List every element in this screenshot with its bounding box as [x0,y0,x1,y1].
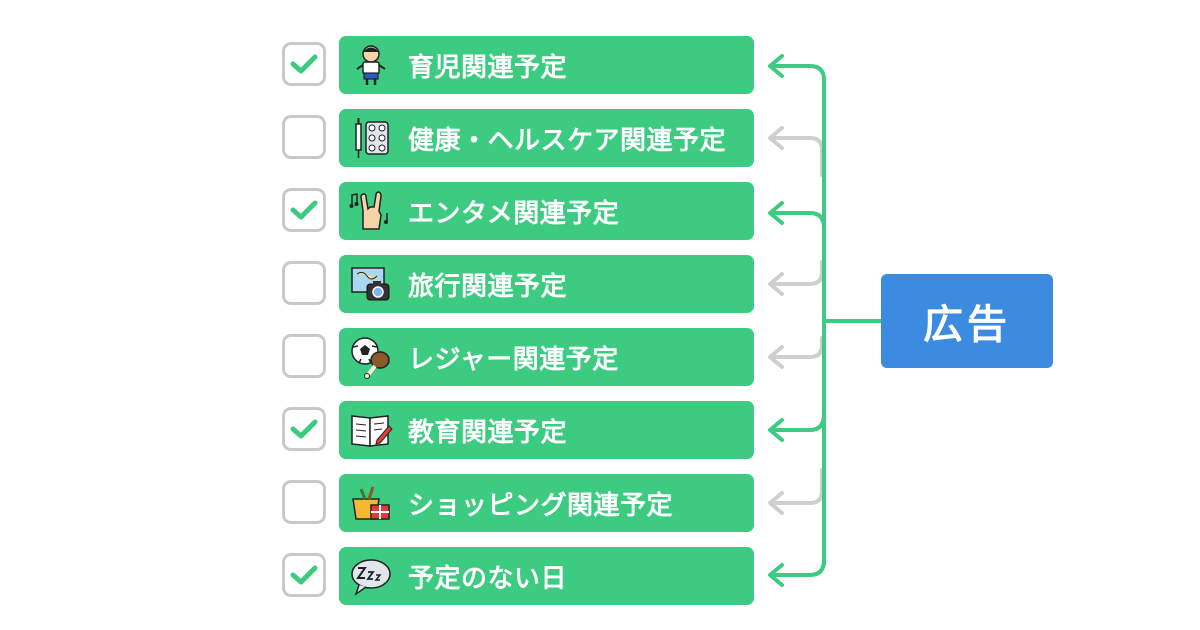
sleep-bubble-icon [348,553,394,599]
category-label: 健康・ヘルスケア関連予定 [408,125,727,156]
category-pill[interactable]: 旅行関連予定 [339,255,754,313]
checkmark-icon [290,200,318,220]
checkmark-icon [290,565,318,585]
arrowhead-row-4 [768,272,784,296]
category-row-education: 教育関連予定 [282,401,754,459]
arrow-row-7 [770,468,824,505]
category-label: 育児関連予定 [408,52,568,83]
shopping-basket-icon [348,480,394,526]
arrow-row-8 [770,558,826,577]
arrow-row-6 [770,412,826,432]
category-row-shopping: ショッピング関連予定 [282,474,754,532]
category-label: 教育関連予定 [408,417,568,448]
checkbox-health[interactable] [282,115,326,159]
arrow-row-1 [770,64,826,82]
category-pill[interactable]: 予定のない日 [339,547,754,605]
active-arrows [768,54,883,587]
category-pill[interactable]: 教育関連予定 [339,401,754,459]
category-label: エンタメ関連予定 [408,198,620,229]
checkbox-shopping[interactable] [282,480,326,524]
arrowhead-row-3 [768,201,784,225]
arrowhead-row-6 [768,418,784,442]
category-row-entertainment: エンタメ関連予定 [282,182,754,240]
category-row-childcare: 育児関連予定 [282,36,754,94]
arrow-row-4 [770,260,824,286]
ad-box-label: 広告 [923,302,1011,348]
category-pill[interactable]: エンタメ関連予定 [339,182,754,240]
syringe-pills-icon [348,115,394,161]
category-label: 予定のない日 [408,563,568,594]
arrow-row-3 [770,211,826,230]
checkbox-travel[interactable] [282,261,326,305]
checkbox-leisure[interactable] [282,334,326,378]
soccer-ball-meat-icon [348,334,394,380]
inactive-arrows [768,126,824,515]
arrowhead-row-2 [768,126,784,150]
category-row-no-plans: 予定のない日 [282,547,754,605]
category-pill[interactable]: 健康・ヘルスケア関連予定 [339,109,754,167]
child-icon [348,42,394,88]
arrowhead-row-8 [768,563,784,587]
checkbox-entertainment[interactable] [282,188,326,232]
arrowhead-row-7 [768,491,784,515]
category-pill[interactable]: レジャー関連予定 [339,328,754,386]
checkmark-icon [290,54,318,74]
arrowhead-row-5 [768,345,784,369]
category-pill[interactable]: ショッピング関連予定 [339,474,754,532]
checkbox-childcare[interactable] [282,42,326,86]
category-row-leisure: レジャー関連予定 [282,328,754,386]
book-pencil-icon [348,407,394,453]
checkbox-education[interactable] [282,407,326,451]
category-label: レジャー関連予定 [408,344,619,375]
ad-box: 広告 [881,274,1053,368]
category-row-health: 健康・ヘルスケア関連予定 [282,109,754,167]
category-pill[interactable]: 育児関連予定 [339,36,754,94]
rock-hand-music-icon [348,188,394,234]
category-row-travel: 旅行関連予定 [282,255,754,313]
category-label: ショッピング関連予定 [408,490,674,521]
map-camera-icon [348,261,394,307]
checkmark-icon [290,419,318,439]
category-label: 旅行関連予定 [408,271,568,302]
checkbox-no-plans[interactable] [282,553,326,597]
arrowhead-row-1 [768,54,784,78]
